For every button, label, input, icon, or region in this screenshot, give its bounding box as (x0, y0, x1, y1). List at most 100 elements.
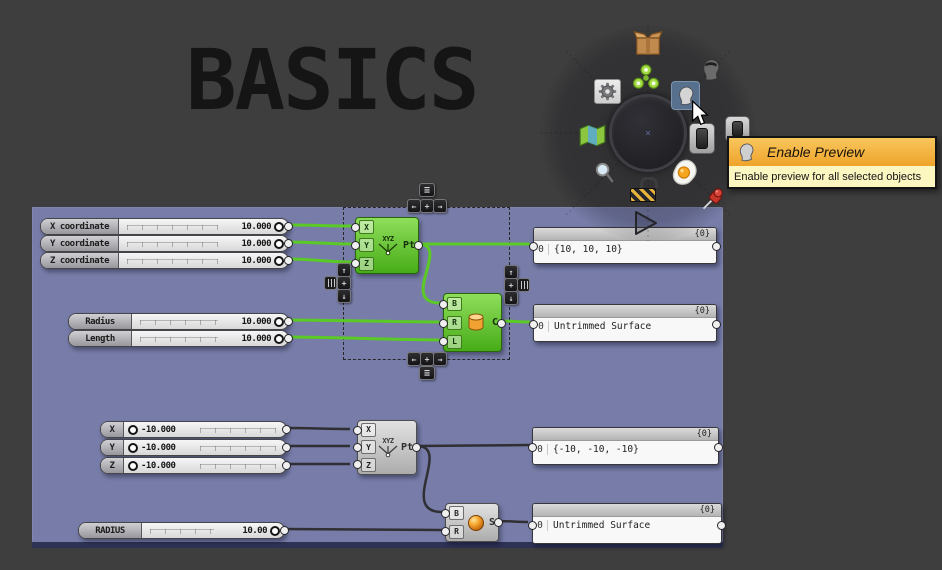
output-connector[interactable] (494, 518, 503, 527)
slider-value: -10.000 (141, 460, 176, 471)
drag-bars-icon[interactable] (517, 278, 530, 292)
component-cylinder[interactable]: B R L C (439, 293, 506, 352)
input-connector[interactable] (529, 242, 538, 251)
package-icon[interactable] (632, 28, 664, 58)
output-connector[interactable] (712, 320, 721, 329)
slider-knob[interactable] (274, 316, 284, 327)
slider-knob[interactable] (274, 333, 284, 344)
nudge-up-button[interactable]: ↑ (504, 265, 518, 279)
output-connector[interactable] (280, 526, 289, 535)
slider-track[interactable]: -10.000 (124, 422, 286, 437)
nudge-menu-button[interactable]: ≡ (419, 366, 435, 380)
nudge-right-button[interactable]: → (433, 199, 447, 213)
slider-label: Y coordinate (41, 236, 119, 251)
settings-gear-icon[interactable] (594, 79, 621, 104)
slider-label: Z coordinate (41, 253, 119, 268)
slider-knob[interactable] (128, 460, 138, 471)
output-connector[interactable] (284, 222, 293, 231)
drag-bars-icon[interactable] (324, 276, 337, 290)
input-connector-r[interactable] (439, 319, 448, 328)
slider-ticks (127, 242, 218, 248)
preview-off-head-icon[interactable] (697, 56, 724, 83)
panel-point2-output[interactable]: {0} 0{-10, -10, -10} (528, 427, 723, 465)
slider-knob[interactable] (128, 442, 138, 453)
slider-y-coordinate[interactable]: Y coordinate 10.000 (40, 235, 293, 252)
nudge-right-button[interactable]: → (433, 352, 447, 366)
output-connector[interactable] (284, 317, 293, 326)
slider-track[interactable]: 10.000 (119, 219, 288, 234)
input-connector-r[interactable] (441, 527, 450, 536)
nudge-left-button[interactable]: ← (407, 352, 421, 366)
slider-z2[interactable]: Z -10.000 (100, 457, 291, 474)
output-connector[interactable] (282, 461, 291, 470)
slider-knob[interactable] (274, 238, 284, 249)
nudge-up-button[interactable]: ↑ (337, 263, 351, 277)
nudge-center-button[interactable]: + (420, 352, 434, 366)
output-connector[interactable] (282, 425, 291, 434)
input-connector-l[interactable] (439, 337, 448, 346)
spinner-icon[interactable] (632, 64, 660, 92)
slider-x2[interactable]: X -10.000 (100, 421, 291, 438)
input-connector-z[interactable] (353, 460, 362, 469)
input-connector-z[interactable] (351, 259, 360, 268)
nudge-center-button[interactable]: + (420, 199, 434, 213)
map-icon[interactable] (579, 123, 606, 148)
slider-knob[interactable] (270, 525, 280, 536)
bake-egg-icon[interactable] (670, 158, 699, 187)
slider-knob[interactable] (274, 255, 284, 266)
solver-widget-icon[interactable] (689, 123, 715, 154)
unlock-icon[interactable] (630, 177, 658, 202)
slider-track[interactable]: -10.000 (124, 440, 286, 455)
slider-y2[interactable]: Y -10.000 (100, 439, 291, 456)
slider-value: 10.000 (241, 255, 271, 266)
input-connector[interactable] (528, 443, 537, 452)
zoom-icon[interactable] (593, 161, 616, 184)
output-connector[interactable] (714, 443, 723, 452)
slider-radius[interactable]: Radius 10.000 (68, 313, 293, 330)
canvas-title-scribble: BASICS (186, 31, 479, 129)
slider-z-coordinate[interactable]: Z coordinate 10.000 (40, 252, 293, 269)
input-connector[interactable] (528, 521, 537, 530)
slider-track[interactable]: 10.000 (119, 253, 288, 268)
input-connector-y[interactable] (351, 241, 360, 250)
input-connector[interactable] (529, 320, 538, 329)
output-connector[interactable] (712, 242, 721, 251)
component-sphere[interactable]: B R S (441, 503, 503, 542)
input-connector-b[interactable] (439, 300, 448, 309)
component-construct-point-1[interactable]: X Y Z XYZ Pt (351, 217, 423, 274)
nudge-center-button[interactable]: + (337, 276, 351, 290)
slider-knob[interactable] (128, 424, 138, 435)
slider-track[interactable]: 10.00 (142, 523, 284, 538)
input-connector-b[interactable] (441, 509, 450, 518)
slider-knob[interactable] (274, 221, 284, 232)
slider-track[interactable]: 10.000 (132, 314, 288, 329)
output-connector[interactable] (284, 239, 293, 248)
slider-length[interactable]: Length 10.000 (68, 330, 293, 347)
slider-radius2[interactable]: RADIUS 10.00 (78, 522, 289, 539)
slider-x-coordinate[interactable]: X coordinate 10.000 (40, 218, 293, 235)
output-connector[interactable] (717, 521, 726, 530)
output-connector[interactable] (414, 241, 423, 250)
input-connector-x[interactable] (353, 426, 362, 435)
pin-icon[interactable] (699, 185, 726, 212)
slider-track[interactable]: -10.000 (124, 458, 286, 473)
output-connector[interactable] (412, 443, 421, 452)
output-connector[interactable] (497, 319, 506, 328)
nudge-down-button[interactable]: ↓ (337, 289, 351, 303)
output-connector[interactable] (284, 256, 293, 265)
component-construct-point-2[interactable]: X Y Z XYZ Pt (353, 420, 421, 475)
slider-track[interactable]: 10.000 (119, 236, 288, 251)
nudge-down-button[interactable]: ↓ (504, 291, 518, 305)
input-connector-y[interactable] (353, 443, 362, 452)
panel-point-output[interactable]: {0} 0{10, 10, 10} (529, 227, 721, 264)
nudge-center-button[interactable]: + (504, 278, 518, 292)
output-connector[interactable] (284, 334, 293, 343)
nudge-left-button[interactable]: ← (407, 199, 421, 213)
output-connector[interactable] (282, 443, 291, 452)
input-connector-x[interactable] (351, 223, 360, 232)
input-label: X (359, 220, 374, 235)
nudge-menu-button[interactable]: ≡ (419, 183, 435, 197)
slider-track[interactable]: 10.000 (132, 331, 288, 346)
